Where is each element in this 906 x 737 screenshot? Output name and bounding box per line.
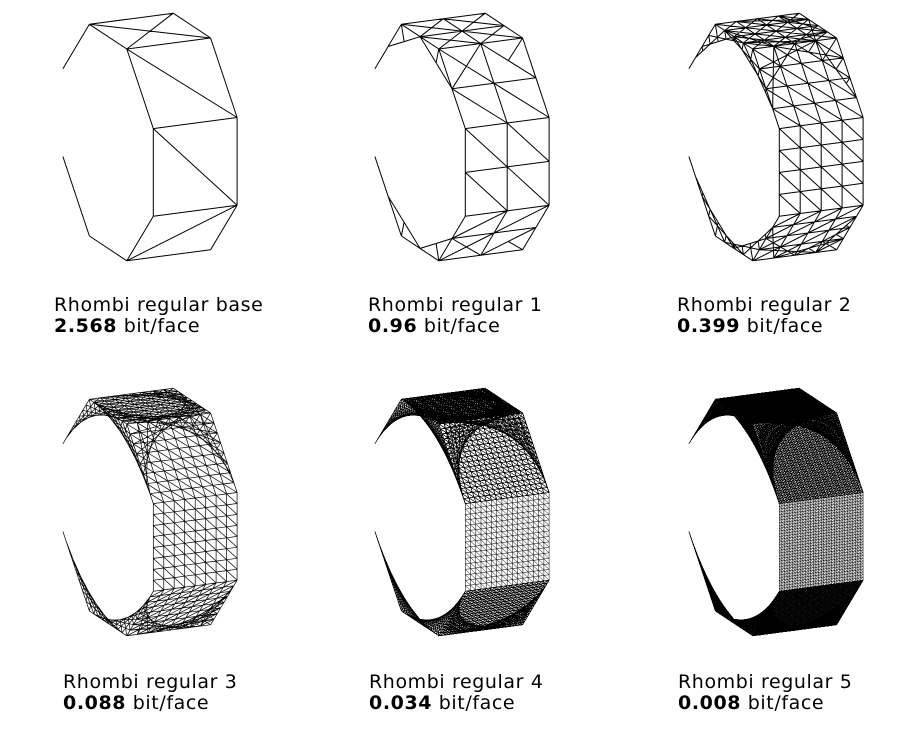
panel-caption: Rhombi regular base 2.568 bit/face: [54, 295, 263, 337]
mesh-wireframe: [689, 13, 863, 261]
panel-rhombi-5: Rhombi regular 5 0.008 bit/face: [626, 375, 906, 737]
panel-unit: bit/face: [439, 692, 515, 714]
panel-rhombi-4: Rhombi regular 4 0.034 bit/face: [312, 375, 612, 737]
mesh-image: [312, 375, 612, 645]
mesh-image: [312, 0, 612, 270]
panel-title: Rhombi regular 3: [63, 672, 237, 693]
panel-rhombi-base: Rhombi regular base 2.568 bit/face: [0, 0, 300, 362]
panel-title: Rhombi regular 1: [368, 295, 542, 316]
panel-caption: Rhombi regular 5 0.008 bit/face: [678, 672, 852, 714]
mesh-wireframe: [375, 388, 549, 636]
panel-title: Rhombi regular 2: [677, 295, 851, 316]
mesh-edges: [63, 388, 237, 636]
panel-value: 2.568: [54, 315, 117, 337]
mesh-image: [626, 0, 906, 270]
mesh-wireframe: [63, 388, 237, 636]
panel-unit: bit/face: [133, 692, 209, 714]
panel-unit: bit/face: [748, 692, 824, 714]
panel-title: Rhombi regular 4: [369, 672, 543, 693]
panel-title: Rhombi regular 5: [678, 672, 852, 693]
panel-unit: bit/face: [124, 315, 200, 337]
mesh-wireframe: [689, 388, 863, 636]
panel-unit: bit/face: [424, 315, 500, 337]
mesh-image: [0, 0, 300, 270]
mesh-edges: [375, 13, 549, 261]
mesh-image: [0, 375, 300, 645]
panel-value: 0.008: [678, 692, 741, 714]
panel-unit: bit/face: [747, 315, 823, 337]
panel-value: 0.034: [369, 692, 432, 714]
panel-value: 0.399: [677, 315, 740, 337]
panel-caption: Rhombi regular 2 0.399 bit/face: [677, 295, 851, 337]
panel-caption: Rhombi regular 4 0.034 bit/face: [369, 672, 543, 714]
mesh-edges: [375, 388, 549, 636]
mesh-edges: [689, 388, 863, 636]
panel-rhombi-2: Rhombi regular 2 0.399 bit/face: [626, 0, 906, 362]
mesh-edges: [689, 13, 863, 261]
mesh-edges: [63, 13, 237, 261]
panel-rhombi-1: Rhombi regular 1 0.96 bit/face: [312, 0, 612, 362]
mesh-image: [626, 375, 906, 645]
panel-rhombi-3: Rhombi regular 3 0.088 bit/face: [0, 375, 300, 737]
panel-title: Rhombi regular base: [54, 295, 263, 316]
mesh-wireframe: [63, 13, 237, 261]
mesh-wireframe: [375, 13, 549, 261]
panel-caption: Rhombi regular 3 0.088 bit/face: [63, 672, 237, 714]
panel-caption: Rhombi regular 1 0.96 bit/face: [368, 295, 542, 337]
panel-value: 0.088: [63, 692, 126, 714]
panel-value: 0.96: [368, 315, 417, 337]
